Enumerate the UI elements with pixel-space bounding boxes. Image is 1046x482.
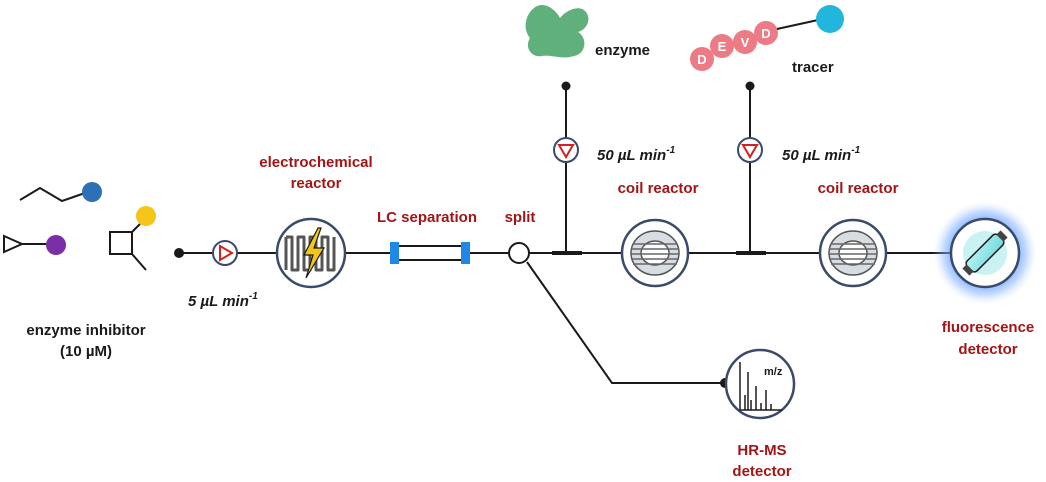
- main-flow-line: [180, 86, 950, 384]
- mz-label: m/z: [764, 366, 783, 378]
- enzyme-feed: enzyme 50 µL min-1: [525, 5, 676, 164]
- ligand-chain: [19, 182, 102, 203]
- uv-lamp-icon: [962, 230, 1008, 276]
- inhibitor-structures: enzyme inhibitor (10 µM): [3, 182, 156, 360]
- peptide-devd: D E V D: [690, 5, 844, 71]
- coil-reactor-1-label: coil reactor: [618, 180, 699, 197]
- split-node: split: [505, 209, 536, 264]
- coil-icon: [828, 230, 878, 276]
- mass-spectrum-icon: m/z: [739, 362, 783, 411]
- electrochemical-label: electrochemical: [259, 154, 372, 171]
- fluorescence-label-2: detector: [958, 341, 1017, 358]
- enzyme-blob-icon: [525, 5, 589, 58]
- ligand-yellow-dot: [136, 206, 156, 226]
- enzyme-label: enzyme: [595, 42, 650, 59]
- inlet-node: [174, 248, 184, 258]
- inhibitor-concentration: (10 µM): [60, 343, 112, 360]
- lc-end-cap-left: [390, 242, 399, 264]
- ligand-purple-dot: [46, 235, 66, 255]
- coil-reactor-2: coil reactor: [818, 180, 899, 288]
- lightning-electrode-icon: [284, 227, 336, 279]
- tracer-inlet-node: [745, 81, 755, 91]
- enzyme-inlet-node: [561, 81, 571, 91]
- ligand-blue-dot: [82, 182, 102, 202]
- pump-icon: [553, 137, 579, 163]
- inhibitor-label: enzyme inhibitor: [26, 322, 145, 339]
- coil-icon: [630, 230, 680, 276]
- flow-rate-50-tracer: 50 µL min-1: [782, 145, 861, 164]
- coil-reactor-2-label: coil reactor: [818, 180, 899, 197]
- svg-text:D: D: [697, 52, 706, 67]
- fluorescence-detector: fluorescence detector: [933, 201, 1037, 358]
- tracer-label: tracer: [792, 59, 834, 76]
- lc-separation-label: LC separation: [377, 209, 477, 226]
- svg-text:V: V: [741, 35, 750, 50]
- hrms-label: HR-MS: [737, 442, 786, 459]
- split-label: split: [505, 209, 536, 226]
- ligand-cyclopropyl: [3, 234, 66, 255]
- svg-text:D: D: [761, 26, 770, 41]
- ligand-cyclobutyl: [109, 206, 156, 271]
- electrochemical-label-2: reactor: [291, 175, 342, 192]
- tracer-fluorophore: [816, 5, 844, 33]
- coil-reactor-1: coil reactor: [618, 180, 699, 288]
- electrochemical-reactor: electrochemical reactor: [259, 154, 373, 289]
- pump-icon: [737, 137, 763, 163]
- pump-icon: [212, 240, 238, 266]
- hrms-detector: m/z HR-MS detector: [720, 348, 796, 480]
- lc-end-cap-right: [461, 242, 470, 264]
- svg-text:E: E: [718, 39, 727, 54]
- flow-rate-5: 5 µL min-1: [188, 291, 258, 310]
- flow-rate-50-enzyme: 50 µL min-1: [597, 145, 676, 164]
- lc-column: LC separation: [377, 209, 477, 264]
- pump-1: 5 µL min-1: [188, 240, 258, 310]
- tracer-feed: D E V D tracer 50 µL min-1: [690, 5, 861, 164]
- fluorescence-label: fluorescence: [942, 319, 1035, 336]
- hrms-label-2: detector: [732, 463, 791, 480]
